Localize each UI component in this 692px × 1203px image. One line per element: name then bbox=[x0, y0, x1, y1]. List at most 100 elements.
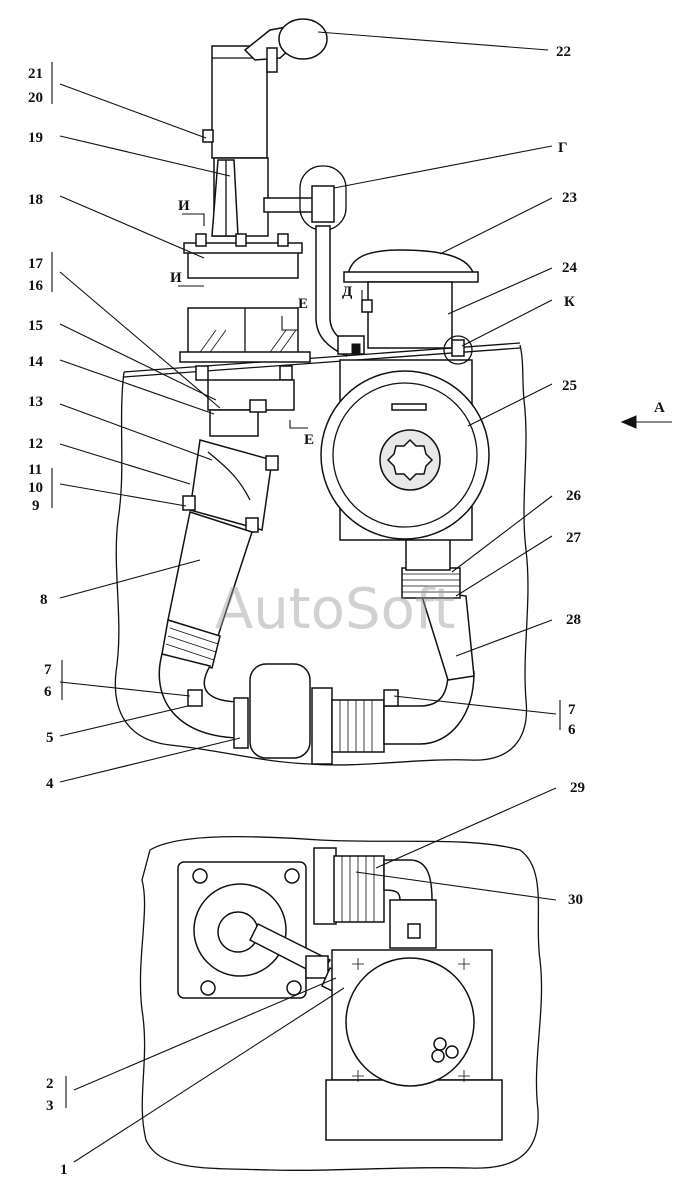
hose-ribs-left bbox=[165, 627, 219, 661]
view-label-a: А bbox=[654, 400, 665, 416]
flange-bolts bbox=[195, 233, 289, 247]
plan-neck-bolt bbox=[407, 923, 421, 939]
precleaner-cap bbox=[278, 18, 328, 60]
hose-ribs-bottom bbox=[339, 700, 373, 752]
filter-label-plate bbox=[391, 403, 427, 411]
callout-13: 13 bbox=[28, 394, 43, 410]
air-filter-inner-ring bbox=[332, 382, 478, 528]
section-label-e-top: Е bbox=[298, 296, 308, 312]
section-label-d: Д bbox=[342, 284, 353, 300]
filter-upper-body bbox=[367, 281, 453, 349]
section-label-i-top: И bbox=[178, 198, 190, 214]
plan-corrugated-hose bbox=[333, 855, 385, 923]
view-labels: Г К А И И Е Е Д bbox=[170, 140, 665, 448]
filter-clip bbox=[361, 299, 373, 313]
section-arrows bbox=[178, 213, 672, 429]
plan-compartment-outline bbox=[139, 835, 543, 1172]
callout-4: 4 bbox=[46, 776, 54, 792]
right-elbow-bolt bbox=[383, 689, 399, 707]
callout-3: 3 bbox=[46, 1098, 54, 1114]
callout-11: 11 bbox=[28, 462, 42, 478]
adapter-neck bbox=[209, 409, 259, 437]
side-view bbox=[114, 18, 672, 766]
watermark-text: AutoSoft bbox=[215, 577, 456, 642]
plan-filter-crosses bbox=[352, 958, 470, 1082]
plan-view bbox=[139, 835, 543, 1172]
section-label-i-bottom: И bbox=[170, 270, 182, 286]
filter-cover-rim bbox=[343, 271, 479, 283]
callout-20: 20 bbox=[28, 90, 43, 106]
callout-8: 8 bbox=[40, 592, 48, 608]
callout-29: 29 bbox=[570, 780, 585, 796]
elbow-clamp-body bbox=[189, 439, 273, 531]
callout-24: 24 bbox=[562, 260, 578, 276]
callout-18: 18 bbox=[28, 192, 43, 208]
elbow-flange bbox=[233, 697, 249, 749]
lower-right-elbow bbox=[383, 671, 475, 745]
plan-filter-neck bbox=[389, 899, 437, 949]
callout-7-right: 7 bbox=[568, 702, 576, 718]
leader-lines bbox=[51, 31, 561, 1163]
mount-bolts bbox=[195, 365, 293, 381]
turbocharger-housing bbox=[249, 663, 311, 759]
callout-labels: 1 2 3 4 5 6 7 6 7 8 9 10 11 12 13 14 15 … bbox=[28, 44, 585, 1178]
callout-26: 26 bbox=[566, 488, 582, 504]
detail-k-circle bbox=[443, 335, 473, 365]
callout-15: 15 bbox=[28, 318, 43, 334]
callout-14: 14 bbox=[28, 354, 44, 370]
plan-filter-studs bbox=[431, 1037, 459, 1063]
callout-23: 23 bbox=[562, 190, 577, 206]
callout-9: 9 bbox=[32, 498, 40, 514]
callout-27: 27 bbox=[566, 530, 582, 546]
callout-7-left: 7 bbox=[44, 662, 52, 678]
callout-19: 19 bbox=[28, 130, 43, 146]
plan-plate-bolts bbox=[192, 868, 302, 996]
cap-stem bbox=[266, 47, 278, 73]
detail-k-bolt bbox=[451, 339, 465, 357]
hose-ribs-right bbox=[402, 573, 460, 593]
filter-wing-nut bbox=[386, 438, 434, 482]
plan-filter-body bbox=[345, 957, 475, 1087]
corrugated-hose-bottom bbox=[331, 699, 385, 753]
callout-6-left: 6 bbox=[44, 684, 52, 700]
callout-21: 21 bbox=[28, 66, 43, 82]
bypass-pipe-horizontal bbox=[263, 197, 317, 213]
callout-25: 25 bbox=[562, 378, 577, 394]
elbow-bolt bbox=[187, 689, 203, 707]
flange-plate bbox=[187, 249, 299, 279]
callout-22: 22 bbox=[556, 44, 571, 60]
bypass-clamp-bolt bbox=[351, 343, 361, 355]
view-label-k: К bbox=[564, 294, 575, 310]
turbo-outlet bbox=[311, 687, 333, 765]
filter-cover bbox=[347, 249, 475, 277]
section-label-e-bottom: Е bbox=[304, 432, 314, 448]
bypass-valve bbox=[311, 185, 335, 223]
plan-turbo-core bbox=[217, 911, 259, 953]
engine-compartment-outline bbox=[114, 344, 529, 766]
callout-16: 16 bbox=[28, 278, 44, 294]
clamp-bolt-lower bbox=[182, 495, 196, 511]
pipe-clip bbox=[202, 129, 214, 143]
callout-12: 12 bbox=[28, 436, 43, 452]
callout-5: 5 bbox=[46, 730, 54, 746]
plan-filter-base bbox=[325, 1079, 503, 1141]
lower-flange-block bbox=[187, 307, 299, 359]
callout-17: 17 bbox=[28, 256, 44, 272]
callout-10: 10 bbox=[28, 480, 43, 496]
plan-elbow bbox=[383, 859, 433, 901]
callout-28: 28 bbox=[566, 612, 581, 628]
plan-hose-ribs bbox=[341, 856, 375, 922]
elbow-clamp-curve bbox=[207, 451, 251, 501]
view-label-g: Г bbox=[558, 140, 568, 156]
clamp-bolt-upper bbox=[265, 455, 279, 471]
callout-2: 2 bbox=[46, 1076, 54, 1092]
adapter-bolt bbox=[249, 399, 267, 413]
plan-connector-clamp bbox=[305, 955, 329, 979]
callout-6-right: 6 bbox=[568, 722, 576, 738]
callout-30: 30 bbox=[568, 892, 583, 908]
corrugated-hose-right bbox=[401, 567, 461, 599]
intake-pipe-upper bbox=[211, 45, 268, 159]
flange-hatch bbox=[195, 329, 297, 359]
callout-1: 1 bbox=[60, 1162, 68, 1178]
